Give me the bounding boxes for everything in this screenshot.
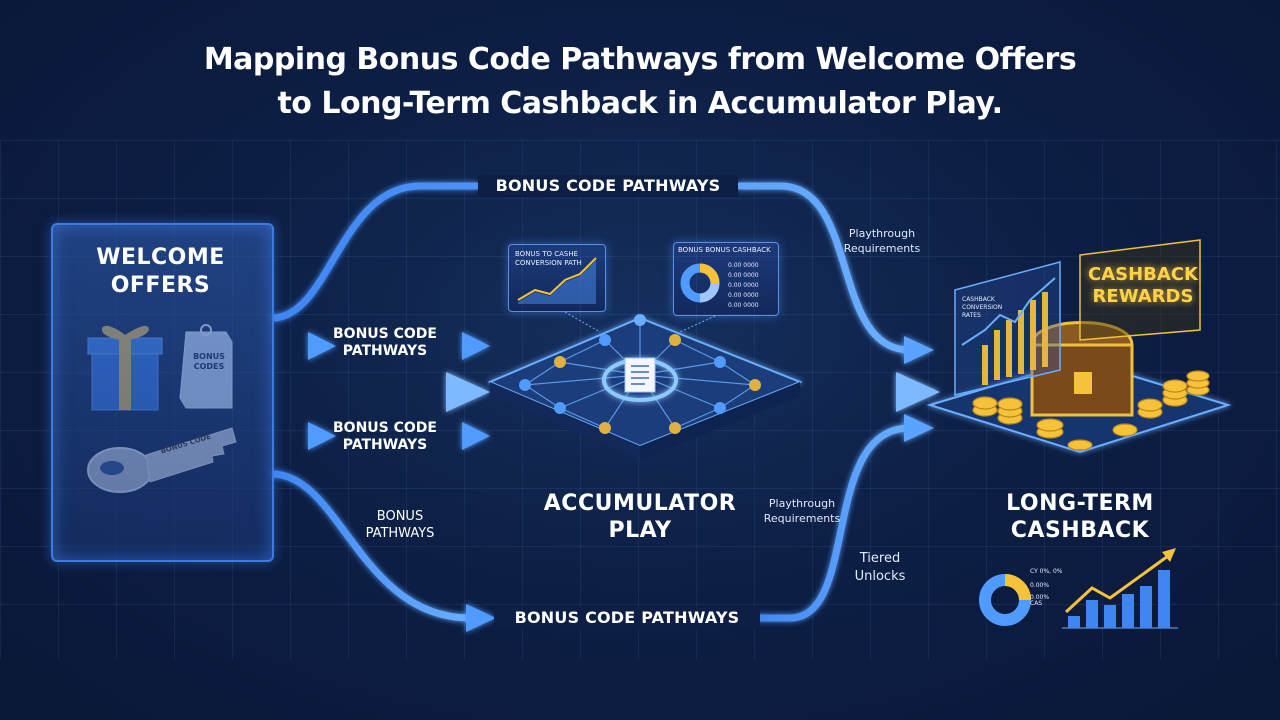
page-title-line1: Mapping Bonus Code Pathways from Welcome… [203, 42, 1077, 77]
legend-row-1: 0.00 0000 [728, 262, 759, 269]
page-title-line2: to Long-Term Cashback in Accumulator Pla… [277, 86, 1003, 121]
long-term-cashback-title: LONG-TERM CASHBACK [1006, 491, 1154, 543]
label-bonus-pathways: BONUS PATHWAYS [365, 509, 435, 541]
donut-legend-1: CY 0%, 0% [1030, 568, 1063, 575]
arrow-top-pathway [271, 182, 911, 354]
label-upper-pathway: BONUS CODE PATHWAYS [333, 326, 437, 359]
page-title: Mapping Bonus Code Pathways from Welcome… [0, 38, 1280, 126]
tag-label: BONUS CODES [193, 352, 225, 371]
donut-legend-4: CAS [1030, 600, 1043, 607]
label-lower-pathway: BONUS CODE PATHWAYS [333, 420, 437, 453]
mini-donut-chart [680, 263, 720, 303]
conversion-path-card-title: BONUS TO CASHE CONVERSION PATH [515, 250, 582, 267]
gold-coins-icon [972, 370, 1210, 451]
arrow-bottom-pathway [271, 470, 471, 622]
welcome-offers-title: WELCOME OFFERS [96, 245, 225, 298]
cashback-rewards-title: CASHBACK REWARDS [1088, 264, 1198, 307]
legend-row-5: 0.00 0000 [728, 302, 759, 309]
donut-legend-3: 0.00% [1030, 594, 1050, 601]
legend-row-3: 0.00 0000 [728, 282, 759, 289]
label-top-pathway: BONUS CODE PATHWAYS [478, 175, 738, 197]
donut-legend-2: 0.00% [1030, 582, 1050, 589]
arrow-head-top [904, 336, 934, 364]
cashback-panel-text: CASHBACK CONVERSION RATES [962, 296, 1003, 319]
document-icon [624, 357, 656, 393]
bar-chart-icon [1062, 548, 1178, 629]
label-tiered-unlocks: Tiered Unlocks [854, 551, 906, 584]
legend-row-4: 0.00 0000 [728, 292, 759, 299]
label-bottom-pathway: BONUS CODE PATHWAYS [494, 607, 760, 629]
cashback-panel [954, 239, 1201, 396]
legend-row-2: 0.00 0000 [728, 272, 759, 279]
label-playthrough-mid: Playthrough Requirements [763, 497, 841, 525]
accumulator-play-title: ACCUMULATOR PLAY [543, 491, 737, 543]
label-playthrough-top: Playthrough Requirements [843, 227, 921, 255]
bonus-cashback-card-title: BONUS BONUS CASHBACK [678, 246, 771, 254]
welcome-offers-panel [51, 223, 274, 562]
line-chart-icon [517, 257, 597, 304]
donut-chart-icon [979, 574, 1031, 626]
